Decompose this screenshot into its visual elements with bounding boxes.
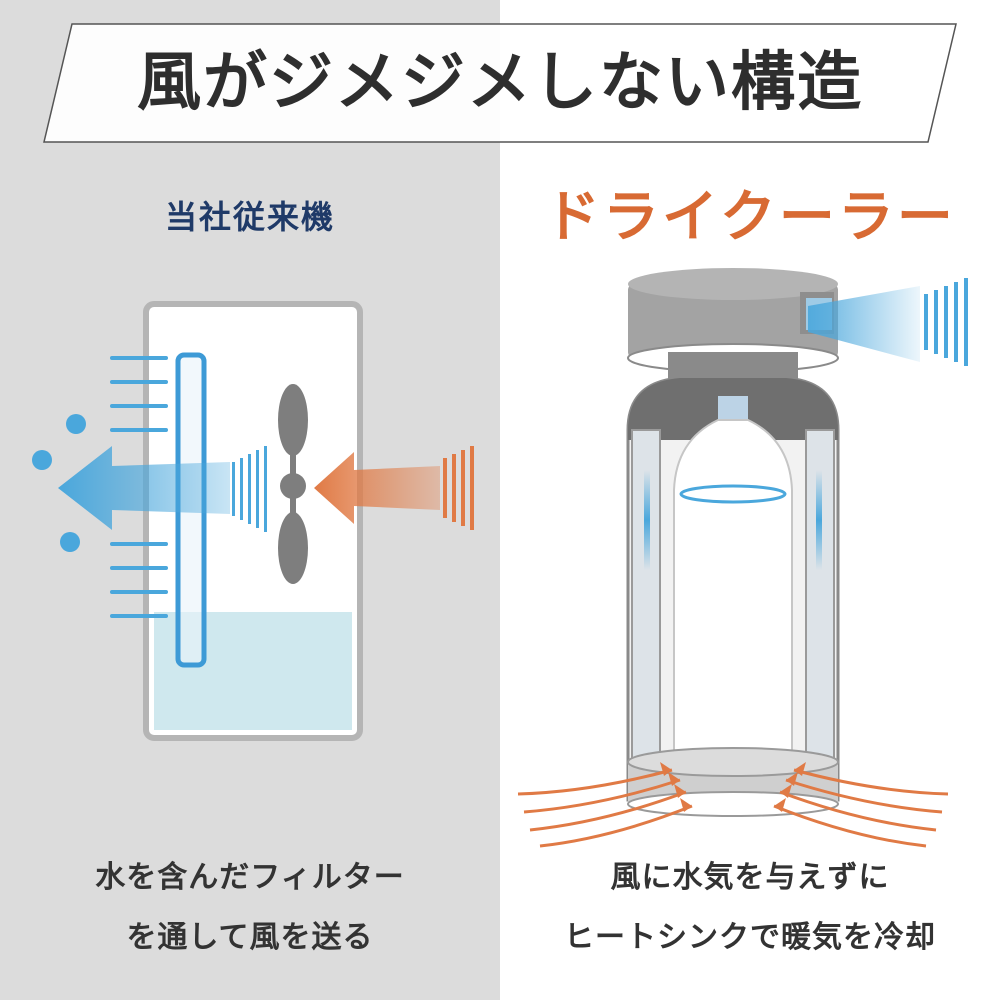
conventional-caption-line2: を通して風を送る xyxy=(126,920,374,955)
conventional-caption-line1: 水を含んだフィルター xyxy=(95,860,405,895)
water-droplet-icon xyxy=(32,414,86,552)
fan-icon xyxy=(278,384,308,584)
page-title: 風がジメジメしない構造 xyxy=(137,46,863,120)
bottle-icon xyxy=(673,396,793,771)
moisture-lines xyxy=(110,356,168,618)
title-banner xyxy=(43,23,957,143)
humid-air-outflow-arrow xyxy=(58,446,267,532)
dry-cooler-heading: ドライクーラー xyxy=(544,185,956,250)
dry-cooler-caption-line1: 風に水気を与えずに xyxy=(610,860,890,895)
conventional-heading: 当社従来機 xyxy=(164,198,335,236)
warm-air-arrowheads xyxy=(660,762,806,812)
dry-cooler-top xyxy=(627,268,839,382)
dry-air-outflow-arrow xyxy=(808,278,968,366)
warm-air-inflow-arrow xyxy=(314,446,474,530)
conventional-caption: 水を含んだフィルター を通して風を送る xyxy=(0,848,500,968)
conventional-unit xyxy=(143,301,363,741)
dry-cooler-base xyxy=(627,747,839,817)
warm-air-inflow-curves xyxy=(517,768,949,848)
dry-cooler-caption: 風に水気を与えずに ヒートシンクで暖気を冷却 xyxy=(500,848,1000,968)
dry-cooler-caption-line2: ヒートシンクで暖気を冷却 xyxy=(564,920,936,955)
